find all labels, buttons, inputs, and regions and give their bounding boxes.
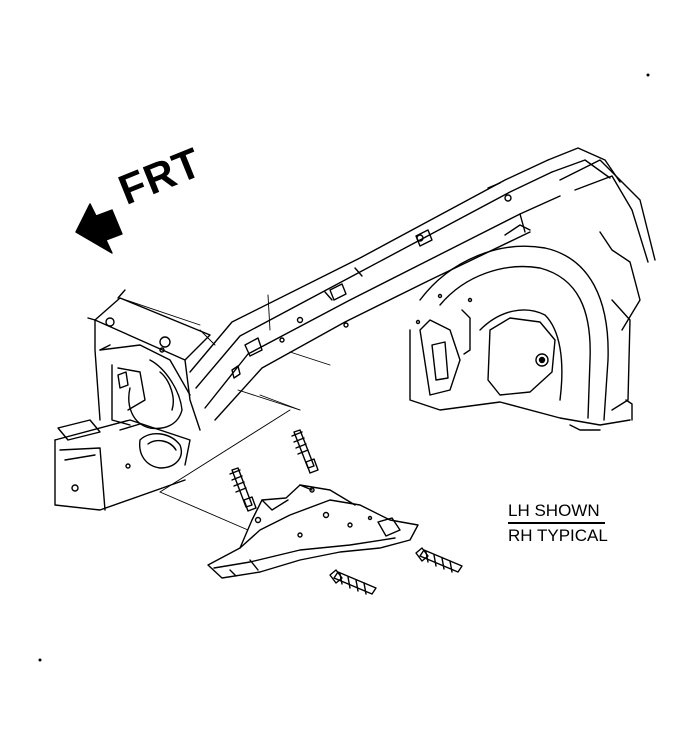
note-lh-shown: LH SHOWN — [508, 501, 600, 520]
note-rh-typical: RH TYPICAL — [508, 526, 608, 545]
wheel-housing — [410, 160, 655, 430]
retainer-clip-2 — [292, 430, 318, 473]
leader-lines — [120, 295, 330, 530]
retainer-clip-4 — [330, 570, 376, 594]
retainer-clip-1 — [230, 468, 256, 511]
upper-frame-rail — [190, 148, 620, 420]
front-crossmember — [55, 290, 210, 510]
splash-shield — [208, 485, 418, 578]
retainer-clip-3 — [416, 548, 462, 572]
note-divider — [508, 522, 605, 524]
arrow-left-icon — [76, 204, 122, 253]
